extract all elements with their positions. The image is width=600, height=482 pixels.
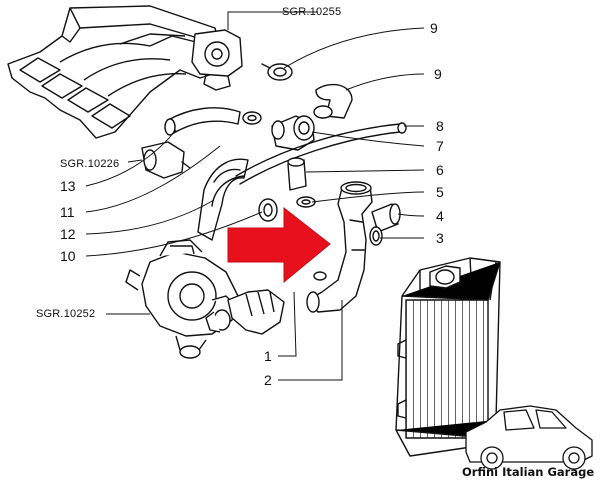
part-label-4: 4: [436, 208, 444, 224]
watermark-text: Orfini Italian Garage: [462, 465, 595, 479]
intake-manifold: [7, 5, 243, 139]
intercooler: [395, 257, 501, 457]
part-label-13: 13: [60, 178, 76, 194]
ref-label-sgr-10255: SGR.10255: [282, 6, 342, 18]
part-label-12: 12: [60, 226, 76, 242]
leader-lines: [85, 11, 425, 381]
part-label-3: 3: [436, 230, 444, 246]
part-label-7: 7: [436, 138, 444, 154]
part-label-9: 9: [434, 66, 442, 82]
ref-label-sgr-10252: SGR.10252: [36, 308, 96, 320]
hoses-and-pipes: [141, 63, 407, 313]
part-label-8: 8: [436, 118, 444, 134]
part-label-10-upper: 9: [430, 20, 438, 36]
part-label-10-lower: 10: [60, 248, 76, 264]
part-label-2: 2: [264, 372, 272, 388]
ref-label-sgr-10226: SGR.10226: [60, 158, 120, 170]
part-label-1: 1: [264, 348, 272, 364]
car-silhouette: [465, 405, 593, 470]
part-label-11: 11: [60, 204, 75, 220]
turbocharger: [125, 239, 285, 359]
part-label-6: 6: [436, 162, 444, 178]
part-label-5: 5: [436, 184, 444, 200]
highlight-arrow: [227, 206, 331, 284]
